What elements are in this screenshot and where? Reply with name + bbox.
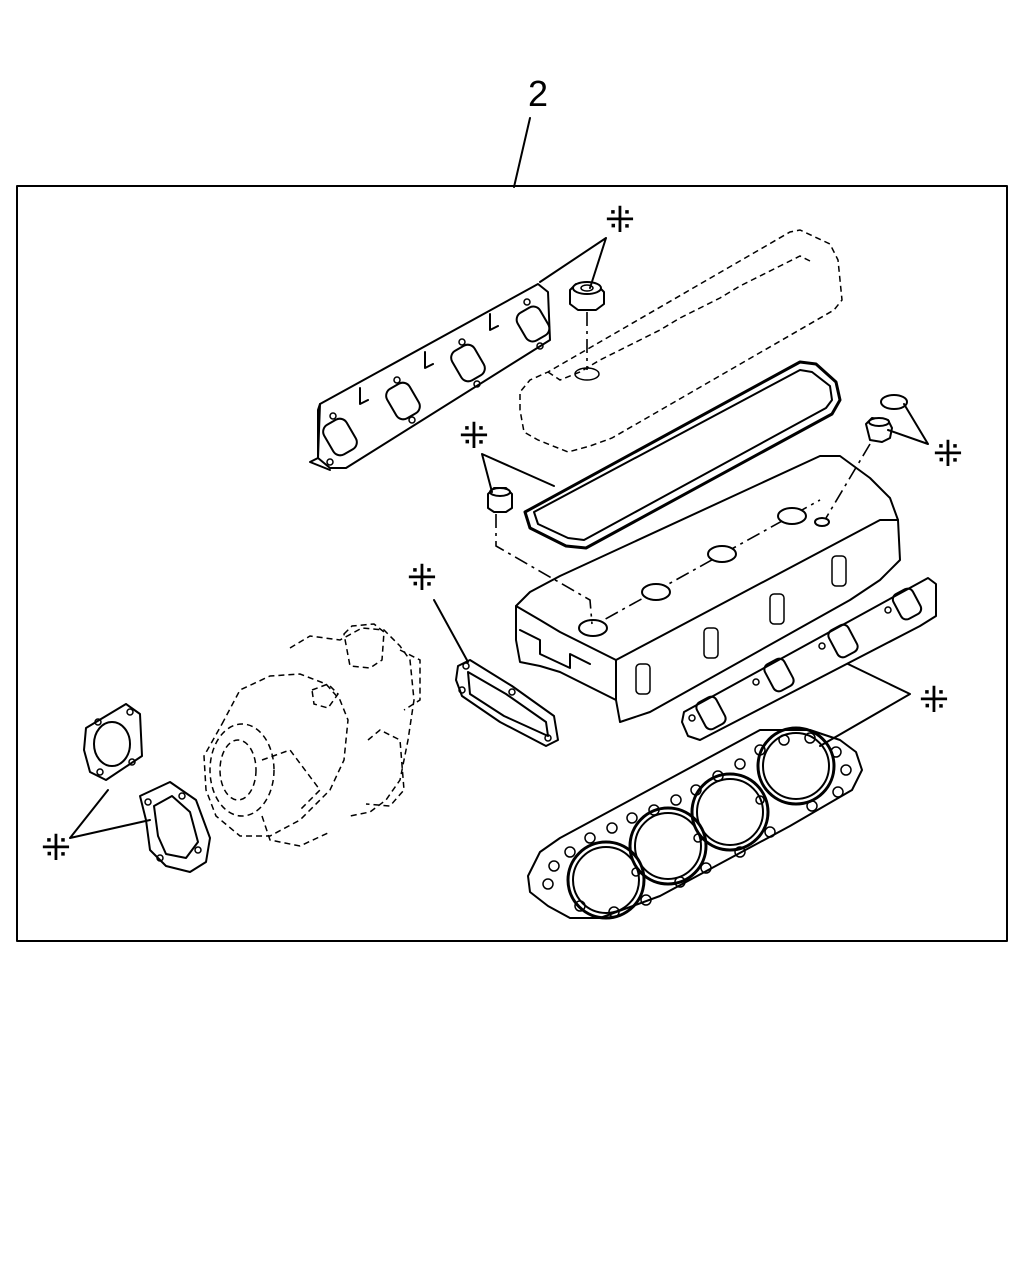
callout-leader-line — [513, 117, 531, 188]
thermostat-housing-gasket — [455, 659, 559, 747]
kit-marker-turbo-gaskets: ⁜ — [41, 789, 151, 868]
intake-manifold-gasket — [681, 577, 937, 741]
cylinder-head — [515, 455, 901, 723]
svg-text:⁜: ⁜ — [933, 433, 963, 474]
turbo-outlet-gasket — [139, 781, 211, 873]
kit-marker-valve-seal-left: ⁜ — [459, 415, 555, 493]
kit-marker-thermostat-gasket: ⁜ — [407, 557, 469, 663]
svg-text:⁜: ⁜ — [407, 557, 437, 598]
valve-cover-gasket — [523, 360, 842, 550]
kit-marker-valve-seal-right: ⁜ — [887, 403, 963, 474]
turbocharger-outline — [203, 623, 421, 847]
valve-stem-seal-top — [569, 281, 605, 370]
callout-number: 2 — [528, 73, 548, 114]
valve-stem-seal-left — [487, 487, 593, 625]
kit-marker-intake-and-head-gasket: ⁜ — [819, 663, 949, 747]
svg-text:⁜: ⁜ — [605, 199, 635, 240]
kit-frame — [16, 185, 1008, 942]
kit-marker-valve-seal-top: ⁜ — [539, 199, 635, 289]
turbo-flange-gasket — [83, 703, 143, 781]
svg-text:⁜: ⁜ — [919, 679, 949, 720]
cylinder-head-gasket — [527, 726, 863, 920]
svg-text:⁜: ⁜ — [459, 415, 489, 456]
svg-text:⁜: ⁜ — [41, 827, 71, 868]
valve-stem-seal-right — [825, 394, 908, 519]
exhaust-manifold-gasket — [309, 283, 551, 471]
